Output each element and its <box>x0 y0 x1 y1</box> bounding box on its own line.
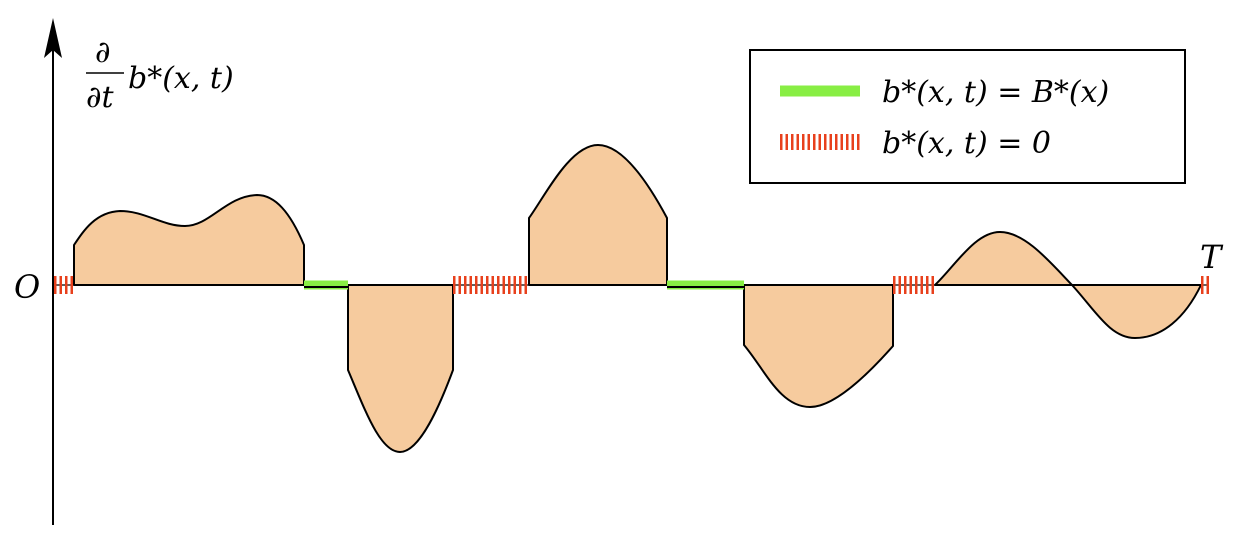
legend-box <box>749 49 1186 184</box>
y-axis-label: ∂ ∂t b*(x, t) <box>86 35 234 115</box>
region-positive-2 <box>528 144 668 286</box>
legend-label-zero: b*(x, t) = 0 <box>882 126 1051 161</box>
saturated-segments <box>304 280 744 290</box>
region-positive-1 <box>73 194 305 286</box>
region-negative-1 <box>347 284 454 453</box>
legend: b*(x, t) = B*(x) b*(x, t) = 0 <box>749 49 1186 184</box>
y-label-expression: b*(x, t) <box>128 61 234 96</box>
filled-regions <box>73 144 1202 453</box>
region-negative-3 <box>1071 284 1202 339</box>
y-label-numerator: ∂ <box>95 35 111 70</box>
legend-label-saturated: b*(x, t) = B*(x) <box>882 75 1109 110</box>
origin-label: O <box>14 268 40 306</box>
region-negative-2 <box>743 284 894 408</box>
end-label: T <box>1200 238 1224 276</box>
region-positive-3 <box>934 231 1073 286</box>
y-label-denominator: ∂t <box>86 80 115 115</box>
vertical-axis-arrowhead <box>44 18 62 58</box>
axes <box>44 18 1207 525</box>
